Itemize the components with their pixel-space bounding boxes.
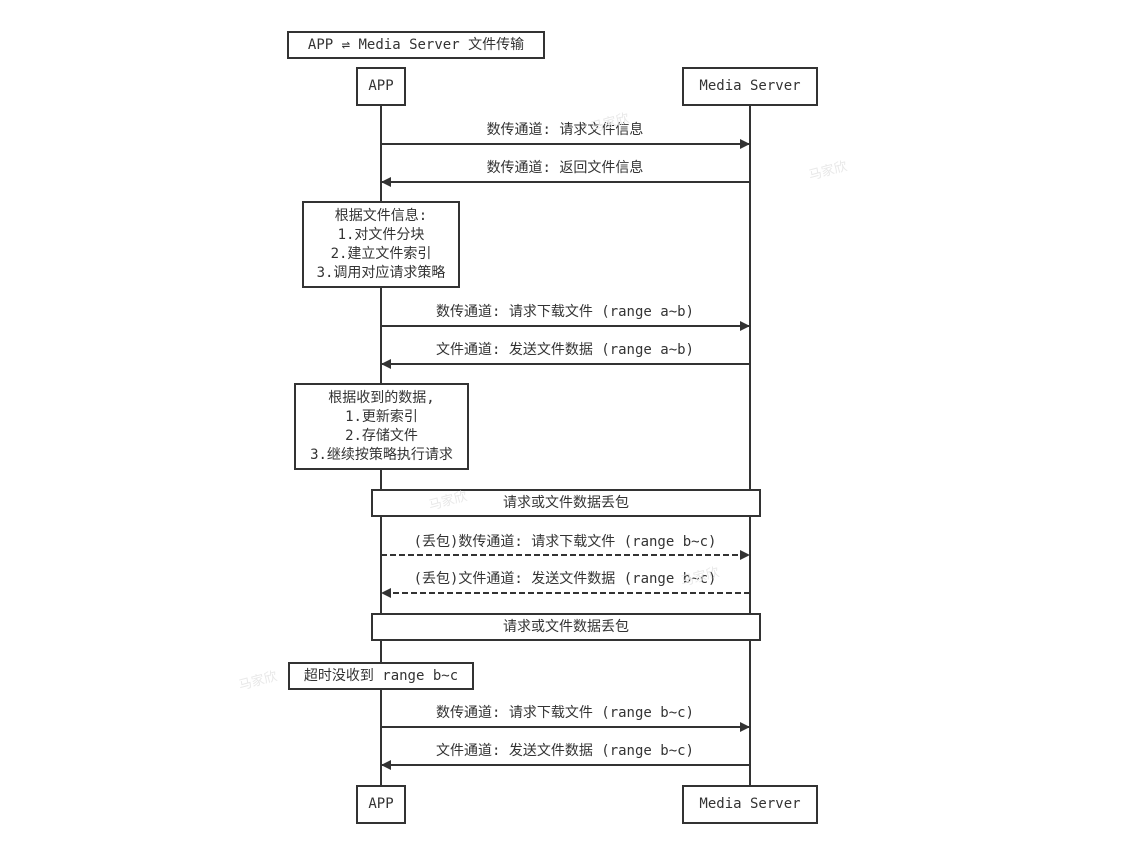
message-label: (丢包)数传通道: 请求下载文件 (range b~c): [413, 534, 717, 550]
participant-server-top: Media Server: [682, 67, 818, 106]
message-label: 数传通道: 返回文件信息: [486, 160, 644, 176]
participant-server-bottom: Media Server: [682, 785, 818, 824]
lifeline-server: [749, 105, 751, 787]
note-timeout: 超时没收到 range b~c: [288, 662, 474, 690]
message-label: 数传通道: 请求下载文件 (range a~b): [435, 304, 694, 320]
note-packet-loss: 请求或文件数据丢包: [371, 489, 761, 517]
message-label: 数传通道: 请求文件信息: [486, 122, 644, 138]
message-label: (丢包)文件通道: 发送文件数据 (range b~c): [413, 571, 717, 587]
message-label: 文件通道: 发送文件数据 (range b~c): [435, 743, 694, 759]
message-label: 数传通道: 请求下载文件 (range b~c): [435, 705, 694, 721]
note-received-data: 根据收到的数据, 1.更新索引 2.存储文件 3.继续按策略执行请求: [294, 383, 469, 470]
participant-app-bottom: APP: [356, 785, 406, 824]
participant-app-top: APP: [356, 67, 406, 106]
note-packet-loss: 请求或文件数据丢包: [371, 613, 761, 641]
diagram-title: APP ⇌ Media Server 文件传输: [287, 31, 545, 59]
note-file-info: 根据文件信息: 1.对文件分块 2.建立文件索引 3.调用对应请求策略: [302, 201, 460, 288]
message-label: 文件通道: 发送文件数据 (range a~b): [435, 342, 694, 358]
